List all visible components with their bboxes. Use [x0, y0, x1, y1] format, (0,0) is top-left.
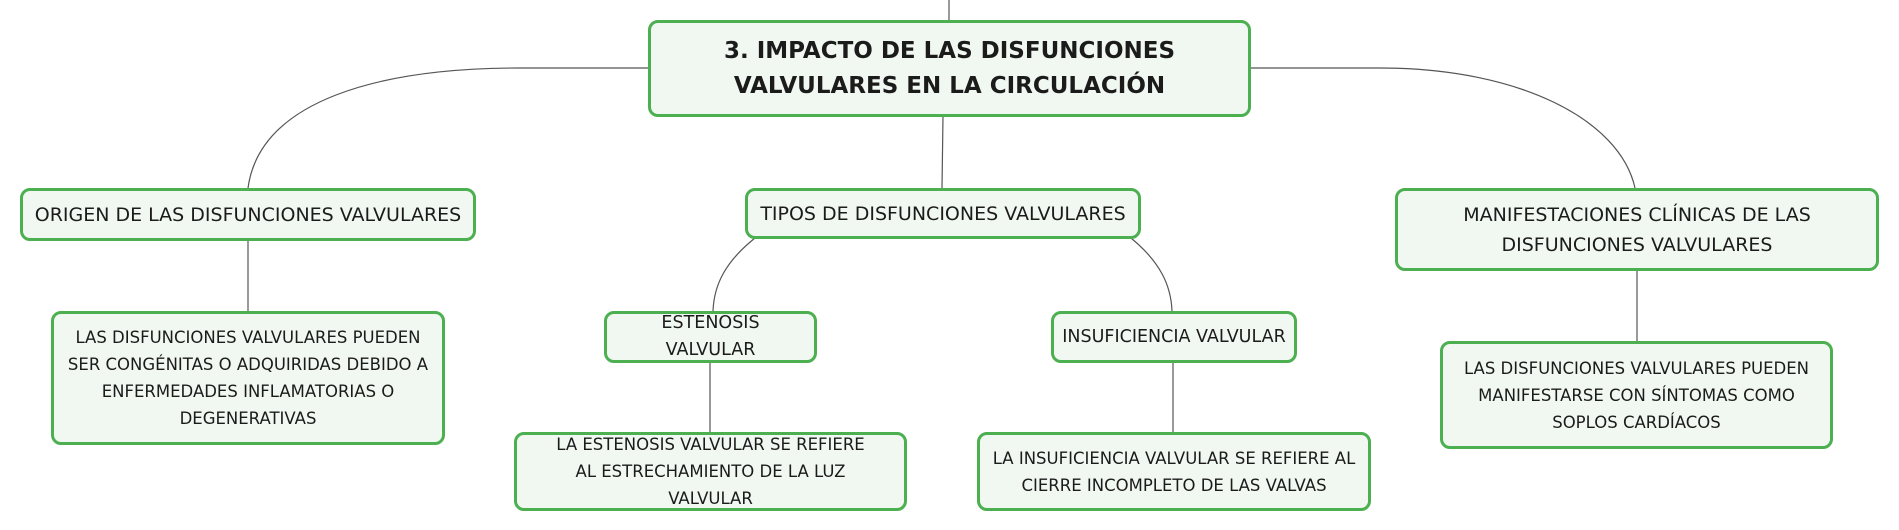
- connector-types-insufficiency: [1130, 237, 1173, 312]
- connector-root-types: [941, 115, 944, 189]
- stenosis-detail-node[interactable]: LA ESTENOSIS VALVULAR SE REFIERE AL ESTR…: [514, 432, 907, 511]
- manifestations-detail-label: LAS DISFUNCIONES VALVULARES PUEDEN MANIF…: [1463, 358, 1810, 432]
- origin-node[interactable]: ORIGEN DE LAS DISFUNCIONES VALVULARES: [20, 188, 476, 241]
- connector-types-stenosis: [712, 237, 756, 312]
- stenosis-detail-label: LA ESTENOSIS VALVULAR SE REFIERE AL ESTR…: [556, 435, 865, 508]
- manifestations-node[interactable]: MANIFESTACIONES CLÍNICAS DE LAS DISFUNCI…: [1395, 188, 1879, 271]
- root-label: 3. IMPACTO DE LAS DISFUNCIONES VALVULARE…: [723, 37, 1176, 99]
- manifestations-detail-node[interactable]: LAS DISFUNCIONES VALVULARES PUEDEN MANIF…: [1440, 341, 1833, 449]
- insufficiency-node[interactable]: INSUFICIENCIA VALVULAR: [1051, 311, 1297, 363]
- connector-root-manifestations: [1250, 67, 1636, 189]
- types-label: TIPOS DE DISFUNCIONES VALVULARES: [760, 202, 1126, 225]
- origin-detail-node[interactable]: LAS DISFUNCIONES VALVULARES PUEDEN SER C…: [51, 311, 445, 445]
- stenosis-node[interactable]: ESTENOSIS VALVULAR: [604, 311, 817, 363]
- origin-label: ORIGEN DE LAS DISFUNCIONES VALVULARES: [34, 203, 462, 226]
- stenosis-label: ESTENOSIS VALVULAR: [661, 313, 760, 360]
- origin-detail-label: LAS DISFUNCIONES VALVULARES PUEDEN SER C…: [67, 328, 429, 428]
- insufficiency-label: INSUFICIENCIA VALVULAR: [1062, 326, 1286, 347]
- types-node[interactable]: TIPOS DE DISFUNCIONES VALVULARES: [745, 188, 1141, 239]
- root-node[interactable]: 3. IMPACTO DE LAS DISFUNCIONES VALVULARE…: [648, 20, 1251, 117]
- insufficiency-detail-node[interactable]: LA INSUFICIENCIA VALVULAR SE REFIERE AL …: [977, 432, 1371, 511]
- insufficiency-detail-label: LA INSUFICIENCIA VALVULAR SE REFIERE AL …: [992, 448, 1356, 495]
- manifestations-label: MANIFESTACIONES CLÍNICAS DE LAS DISFUNCI…: [1463, 203, 1811, 256]
- connector-root-origin: [247, 67, 648, 189]
